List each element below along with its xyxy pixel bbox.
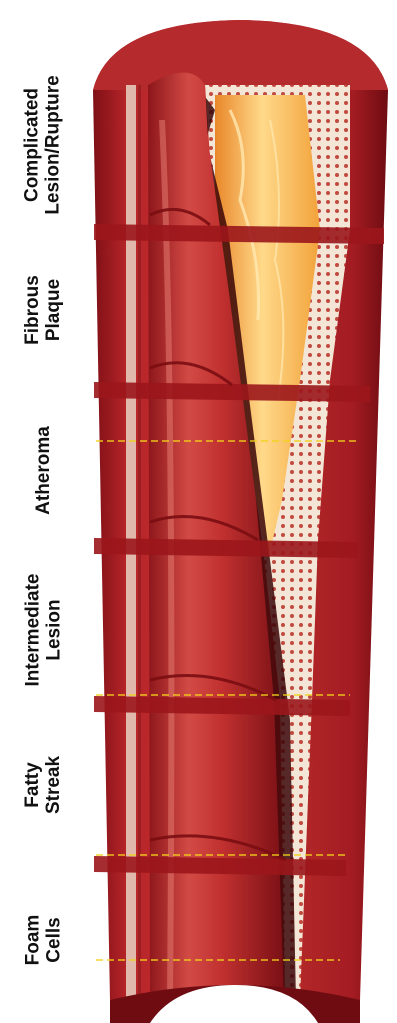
stage-label-intermediate-lesion: Intermediate Lesion bbox=[0, 550, 86, 710]
stage-label-foam-cells: Foam Cells bbox=[0, 880, 86, 1000]
stage-label-complicated-lesion: Complicated Lesion/Rupture bbox=[0, 60, 86, 230]
vessel-dome bbox=[93, 20, 388, 90]
stage-label-atheroma: Atheroma bbox=[0, 400, 86, 540]
stage-label-fatty-streak: Fatty Streak bbox=[0, 720, 86, 850]
stage-label-fibrous-plaque: Fibrous Plaque bbox=[0, 240, 86, 380]
